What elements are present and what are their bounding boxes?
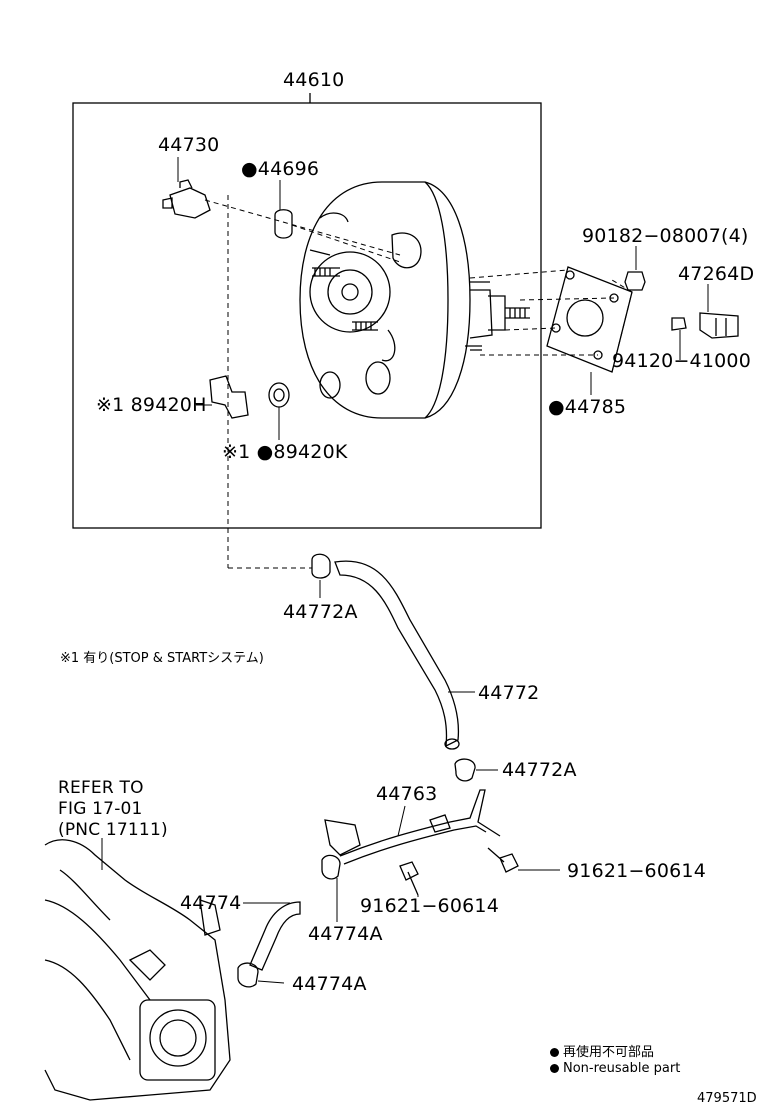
label-44763: 44763 bbox=[376, 783, 438, 805]
label-44730: 44730 bbox=[158, 134, 220, 156]
label-44772A-mid: 44772A bbox=[502, 759, 577, 781]
legend-text: Non-reusable part bbox=[563, 1061, 681, 1076]
assembly-box-44610 bbox=[72, 102, 542, 529]
label-94120: 94120−41000 bbox=[612, 350, 752, 372]
hose-44774 bbox=[249, 901, 301, 971]
label-44785: ●44785 bbox=[548, 396, 627, 418]
hose-44772 bbox=[334, 560, 460, 748]
pin-94120 bbox=[671, 317, 687, 331]
filled-dot-icon bbox=[550, 1048, 559, 1057]
label-89420H: ※1 89420H bbox=[96, 394, 207, 416]
filled-dot-icon bbox=[550, 1064, 559, 1073]
sensor-89420H bbox=[209, 375, 249, 419]
check-valve-44730 bbox=[162, 179, 211, 219]
grommet-89420K bbox=[268, 382, 290, 408]
legend-item-en: Non-reusable part bbox=[550, 1062, 680, 1075]
label-44610: 44610 bbox=[283, 69, 345, 91]
figure-id: 479571D bbox=[697, 1091, 757, 1106]
label-44774A-lower: 44774A bbox=[292, 973, 367, 995]
clamp-44774A-upper bbox=[321, 854, 341, 880]
bolt-91621-right bbox=[487, 847, 519, 873]
clamp-44772A-top bbox=[311, 553, 331, 579]
label-44696: ●44696 bbox=[241, 158, 320, 180]
legend-item-jp: 再使用不可部品 bbox=[550, 1046, 654, 1059]
clamp-44774A-lower bbox=[237, 962, 259, 988]
label-44774A-upper: 44774A bbox=[308, 923, 383, 945]
nut-90182 bbox=[624, 271, 646, 291]
grommet-44696 bbox=[274, 209, 293, 239]
clamp-44772A-mid bbox=[454, 758, 476, 782]
label-44772A-top: 44772A bbox=[283, 601, 358, 623]
label-91621-right: 91621−60614 bbox=[567, 860, 707, 882]
bolt-91621-mid bbox=[399, 861, 419, 896]
label-89420K: ※1 ●89420K bbox=[222, 441, 348, 463]
label-44774: 44774 bbox=[180, 892, 242, 914]
brake-booster bbox=[299, 181, 530, 419]
clevis-47264D bbox=[699, 312, 739, 339]
intake-manifold bbox=[44, 839, 231, 1101]
legend-text: 再使用不可部品 bbox=[563, 1045, 655, 1060]
pipe-44763 bbox=[324, 789, 501, 865]
label-47264D: 47264D bbox=[678, 263, 755, 285]
label-90182: 90182−08007(4) bbox=[582, 225, 749, 247]
label-44772: 44772 bbox=[478, 682, 540, 704]
footnote-stop-start: ※1 有り(STOP & STARTシステム) bbox=[60, 651, 264, 666]
label-91621-mid: 91621−60614 bbox=[360, 895, 500, 917]
refer-to-note: REFER TO FIG 17-01 (PNC 17111) bbox=[58, 778, 168, 840]
